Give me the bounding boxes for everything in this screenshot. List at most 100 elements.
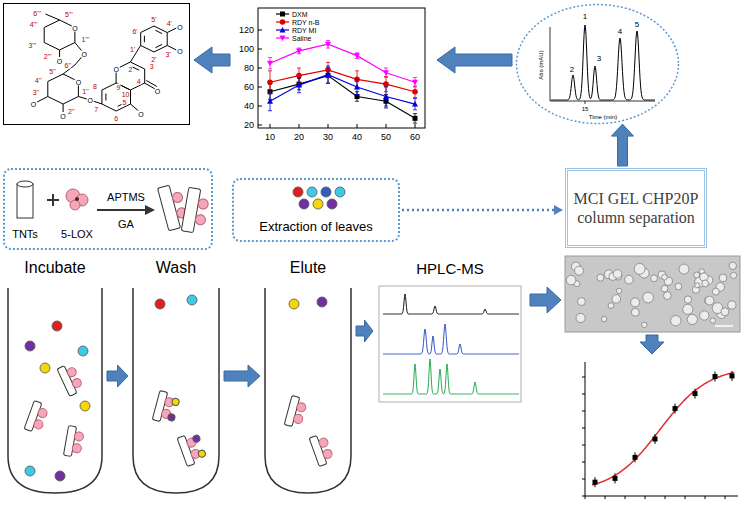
error-cap [326, 40, 330, 41]
tube-vessel: Elute [262, 256, 354, 496]
drawn-polygon [48, 74, 79, 104]
tube-vessel: Wash [130, 256, 222, 496]
drawn-g [177, 431, 207, 467]
cell [729, 262, 736, 269]
cell [643, 292, 654, 303]
drawn-line [167, 28, 176, 33]
step-label: Incubate [24, 260, 85, 276]
atom-number: 10 [121, 91, 130, 98]
cell [651, 275, 658, 282]
atom-number: 6'' [64, 62, 72, 69]
structure-box: 5'''6'''4'''O3'''2'''O1'''O6''5''O4''3''… [3, 3, 190, 125]
data-marker [280, 27, 286, 33]
axis-tick: 120 [239, 26, 254, 35]
drawn-circle [197, 198, 209, 210]
cell [679, 264, 689, 274]
tick-mark [386, 124, 387, 128]
error-cap [297, 48, 301, 49]
chromatogram-ellipse: Abs (mAU)1234515Time (min) [515, 3, 680, 125]
axis-tick: 60 [410, 133, 420, 142]
tube-vessel: Incubate [5, 256, 105, 496]
drawn-line [130, 46, 140, 63]
data-marker [412, 89, 418, 95]
tick-mark [582, 445, 585, 446]
error-cap [355, 94, 359, 95]
drawn-circle [187, 295, 197, 305]
atom-number: 2'' [68, 108, 76, 115]
drawn-line [550, 27, 551, 101]
axis-tick: 30 [323, 133, 333, 142]
tick-mark [582, 462, 585, 463]
drawn-line [45, 14, 59, 20]
drawn-circle [78, 346, 88, 356]
error-cap [413, 109, 417, 110]
drawn-circle [155, 299, 165, 309]
tick-mark [258, 125, 262, 126]
error-cap [326, 83, 330, 84]
data-point [653, 436, 658, 441]
atom-label: O [177, 48, 183, 55]
drawn-circle [25, 466, 35, 476]
cell [684, 296, 691, 303]
atom-number: 6' [132, 28, 138, 35]
error-cap [384, 106, 388, 107]
peak-number: 5 [635, 21, 639, 29]
drawn-path [8, 288, 102, 493]
tick-mark [258, 87, 262, 88]
data-marker [383, 94, 389, 100]
legend-text: RDY n-B [292, 19, 320, 26]
data-point [730, 373, 735, 378]
error-cap [413, 98, 417, 99]
cell [576, 313, 585, 322]
drawn-g [181, 187, 210, 234]
drawn-circle [25, 341, 35, 351]
box-label: Extraction of leaves [259, 220, 372, 233]
tick-mark [415, 124, 416, 128]
data-marker [355, 94, 360, 99]
cell [613, 270, 622, 279]
cell [664, 292, 672, 300]
drawn-circle [307, 187, 317, 197]
drawn-circle [55, 471, 65, 481]
block-arrow [224, 365, 260, 387]
drawn-line [144, 36, 145, 43]
atom-number: 3''' [28, 42, 37, 49]
cell [662, 274, 668, 280]
tick-mark [299, 124, 300, 128]
tube-outline [5, 256, 105, 496]
atom-number: 5 [122, 99, 127, 106]
atom-number: 5''' [65, 11, 74, 18]
block-arrow [107, 365, 128, 387]
error-cap [384, 87, 388, 88]
block-arrow [437, 47, 512, 73]
drawn-line [585, 101, 586, 104]
data-marker [325, 42, 331, 48]
atom-number: 3'' [32, 89, 40, 96]
error-cap [297, 77, 301, 78]
peak-number: 2 [570, 66, 574, 74]
drawn-line [167, 46, 176, 51]
atom-number: 8 [93, 83, 98, 90]
tick-mark [258, 106, 262, 107]
tick-mark [270, 124, 271, 128]
drawn-polygon [102, 83, 131, 111]
cell [719, 274, 727, 282]
material-label: 5-LOX [61, 229, 93, 240]
drawn-polygon [44, 20, 75, 50]
drawn-line [155, 44, 162, 47]
drawn-line [59, 50, 60, 57]
block-arrow [640, 335, 664, 354]
axis-tick: 50 [381, 133, 391, 142]
cell [661, 285, 668, 292]
atom-label: O [30, 101, 36, 108]
data-marker [296, 48, 302, 54]
tick-mark [582, 479, 585, 480]
axis-line [585, 362, 586, 496]
peak-number: 1 [583, 13, 587, 21]
atom-label: O [177, 24, 183, 31]
drawn-circle [66, 366, 78, 378]
step-label: Elute [290, 260, 326, 276]
error-cap [268, 57, 272, 58]
axis-tick: 80 [244, 64, 254, 73]
drawn-ellipse [517, 5, 679, 124]
